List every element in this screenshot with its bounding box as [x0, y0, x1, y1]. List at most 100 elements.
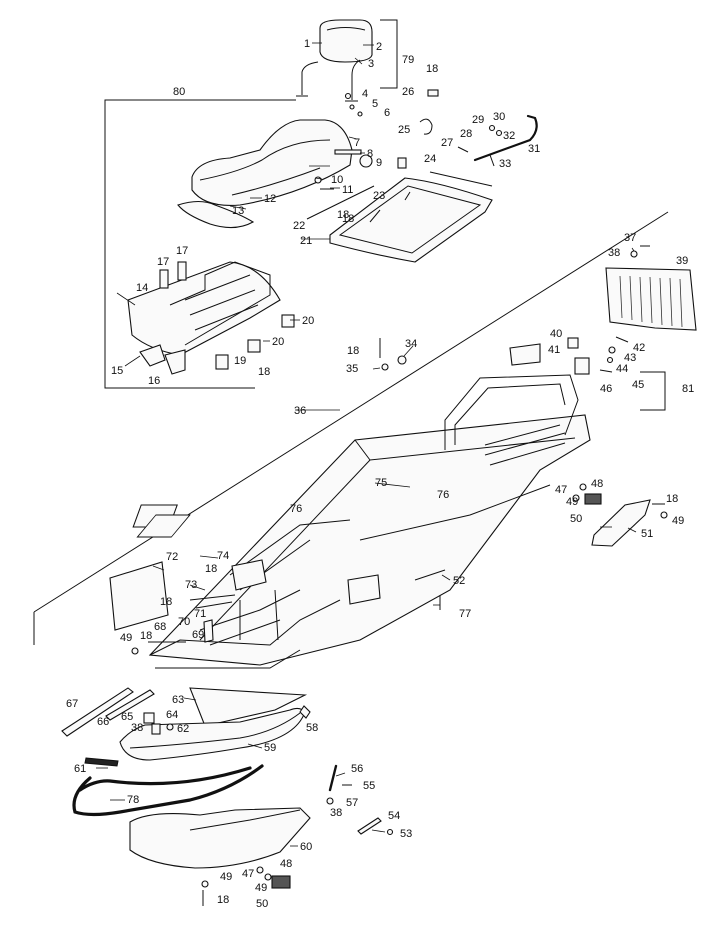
callout-28: 28 [460, 128, 472, 140]
callout-36: 36 [294, 405, 306, 417]
left-side-parts [109, 561, 236, 655]
callout-44: 44 [616, 363, 628, 375]
callout-49c: 49 [120, 632, 132, 644]
callout-10: 10 [331, 174, 343, 186]
callout-50b: 50 [256, 898, 268, 910]
callout-2: 2 [376, 41, 382, 53]
callout-49e: 49 [255, 882, 267, 894]
runner-67 [61, 687, 134, 737]
callout-18f: 18 [205, 563, 217, 575]
callout-41: 41 [548, 344, 560, 356]
callout-80: 80 [173, 86, 185, 98]
callout-22: 22 [293, 220, 305, 232]
callout-72: 72 [166, 551, 178, 563]
callout-29: 29 [472, 114, 484, 126]
callout-75: 75 [375, 477, 387, 489]
callout-61: 61 [74, 763, 86, 775]
callout-76b: 76 [437, 489, 449, 501]
callout-76a: 76 [290, 503, 302, 515]
callout-54: 54 [388, 810, 400, 822]
callout-12: 12 [264, 193, 276, 205]
callout-15: 15 [111, 365, 123, 377]
strip-54 [357, 817, 382, 835]
callout-18j: 18 [342, 213, 354, 225]
callout-18g: 18 [160, 596, 172, 608]
callout-49a: 49 [566, 496, 578, 508]
callout-51: 51 [641, 528, 653, 540]
callout-7: 7 [354, 137, 360, 149]
callout-18h: 18 [140, 630, 152, 642]
callout-18i: 18 [217, 894, 229, 906]
console-box-assembly [127, 261, 295, 375]
callout-53: 53 [400, 828, 412, 840]
callout-20b: 20 [272, 336, 284, 348]
backrest-assembly [296, 19, 373, 117]
callout-56: 56 [351, 763, 363, 775]
callout-35: 35 [346, 363, 358, 375]
callout-21: 21 [300, 235, 312, 247]
callout-59: 59 [264, 742, 276, 754]
front-suspension [199, 589, 301, 646]
callout-5: 5 [372, 98, 378, 110]
cable-31 [473, 114, 538, 162]
callout-18a: 18 [426, 63, 438, 75]
callout-26: 26 [402, 86, 414, 98]
tray-body [329, 177, 493, 263]
callout-11: 11 [342, 184, 353, 196]
callout-6: 6 [384, 107, 390, 119]
callout-13: 13 [232, 205, 244, 217]
callout-27: 27 [441, 137, 453, 149]
callout-48a: 48 [591, 478, 603, 490]
callout-38a: 38 [608, 247, 620, 259]
right-side-parts [572, 483, 668, 547]
callout-68: 68 [154, 621, 166, 633]
callout-42: 42 [633, 342, 645, 354]
chassis-frame [132, 374, 591, 669]
callout-17b: 17 [176, 245, 188, 257]
callout-18c: 18 [258, 366, 270, 378]
callout-74: 74 [217, 550, 229, 562]
callout-38c: 38 [330, 807, 342, 819]
footrest-pad-right [136, 514, 191, 538]
bumper-78 [72, 764, 264, 817]
callout-60: 60 [300, 841, 312, 853]
callout-33: 33 [499, 158, 511, 170]
callout-labels: 1 2 3 4 5 6 7 8 9 10 11 12 13 14 15 16 1… [66, 38, 694, 910]
callout-38b: 38 [131, 722, 143, 734]
callout-52: 52 [453, 575, 465, 587]
callout-37: 37 [624, 232, 636, 244]
callout-66: 66 [97, 716, 109, 728]
callout-48b: 48 [280, 858, 292, 870]
callout-31: 31 [528, 143, 540, 155]
callout-64: 64 [166, 709, 178, 721]
callout-18b: 18 [337, 209, 349, 221]
callout-43: 43 [624, 352, 636, 364]
callout-34: 34 [405, 338, 417, 350]
callout-49b: 49 [672, 515, 684, 527]
callout-70: 70 [178, 616, 190, 628]
backrest-pad [319, 19, 373, 63]
callout-45: 45 [632, 379, 644, 391]
callout-65: 65 [121, 711, 133, 723]
callout-58: 58 [306, 722, 318, 734]
runner-66 [105, 689, 155, 721]
rear-bumper-rail [444, 374, 579, 450]
callout-18d: 18 [347, 345, 359, 357]
nose-piece-60 [129, 807, 311, 869]
callout-23: 23 [373, 190, 385, 202]
callout-69: 69 [192, 629, 204, 641]
callout-49d: 49 [220, 871, 232, 883]
side-panel-72 [109, 561, 169, 631]
seat-base-strap [177, 200, 255, 229]
leader-lines [96, 42, 637, 847]
trim-strip-61 [84, 757, 119, 767]
callout-17a: 17 [157, 256, 169, 268]
callout-55: 55 [363, 780, 375, 792]
callout-8: 8 [367, 148, 373, 160]
callout-47a: 47 [555, 484, 567, 496]
callout-63: 63 [172, 694, 184, 706]
callout-20a: 20 [302, 315, 314, 327]
callout-81: 81 [682, 383, 694, 395]
callout-4: 4 [362, 88, 368, 100]
